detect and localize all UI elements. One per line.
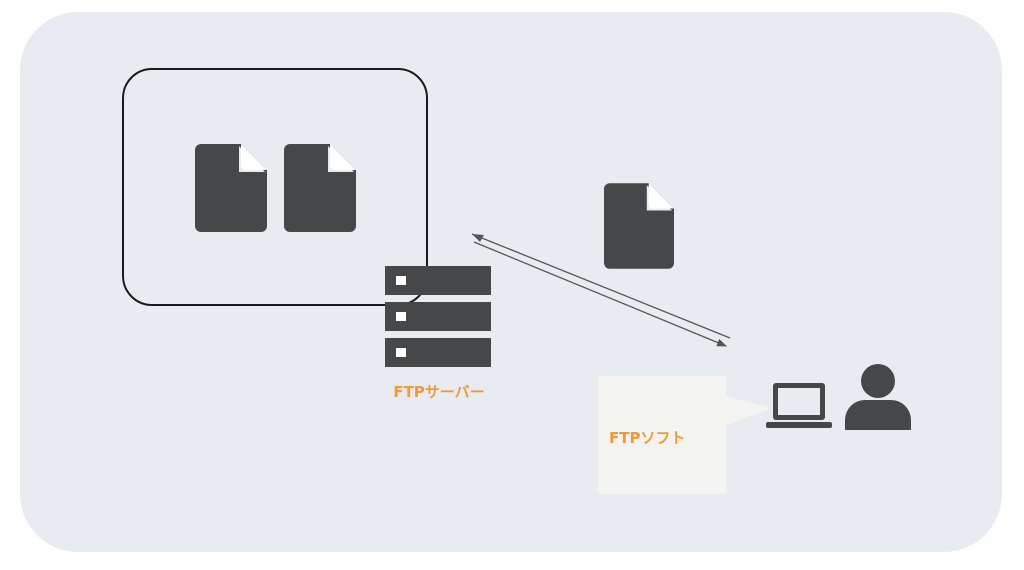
ftp-server-label: FTPサーバー xyxy=(393,383,485,401)
document-icon xyxy=(195,144,267,232)
ftp-software-label: FTPソフト xyxy=(609,429,686,447)
transfer-document-icon xyxy=(604,183,674,269)
document-icon xyxy=(284,144,356,232)
server-rack-icon xyxy=(385,266,491,367)
transfer-arrows xyxy=(471,233,731,347)
upload-arrowhead xyxy=(472,234,484,242)
ftp-software-callout xyxy=(598,376,726,494)
upload-arrow xyxy=(471,233,731,339)
callout-tail xyxy=(724,396,772,426)
laptop-icon xyxy=(766,383,832,428)
diagram-background xyxy=(20,12,1002,552)
download-arrow xyxy=(473,241,727,347)
server-storage-frame xyxy=(122,68,428,306)
user-icon xyxy=(845,364,911,430)
